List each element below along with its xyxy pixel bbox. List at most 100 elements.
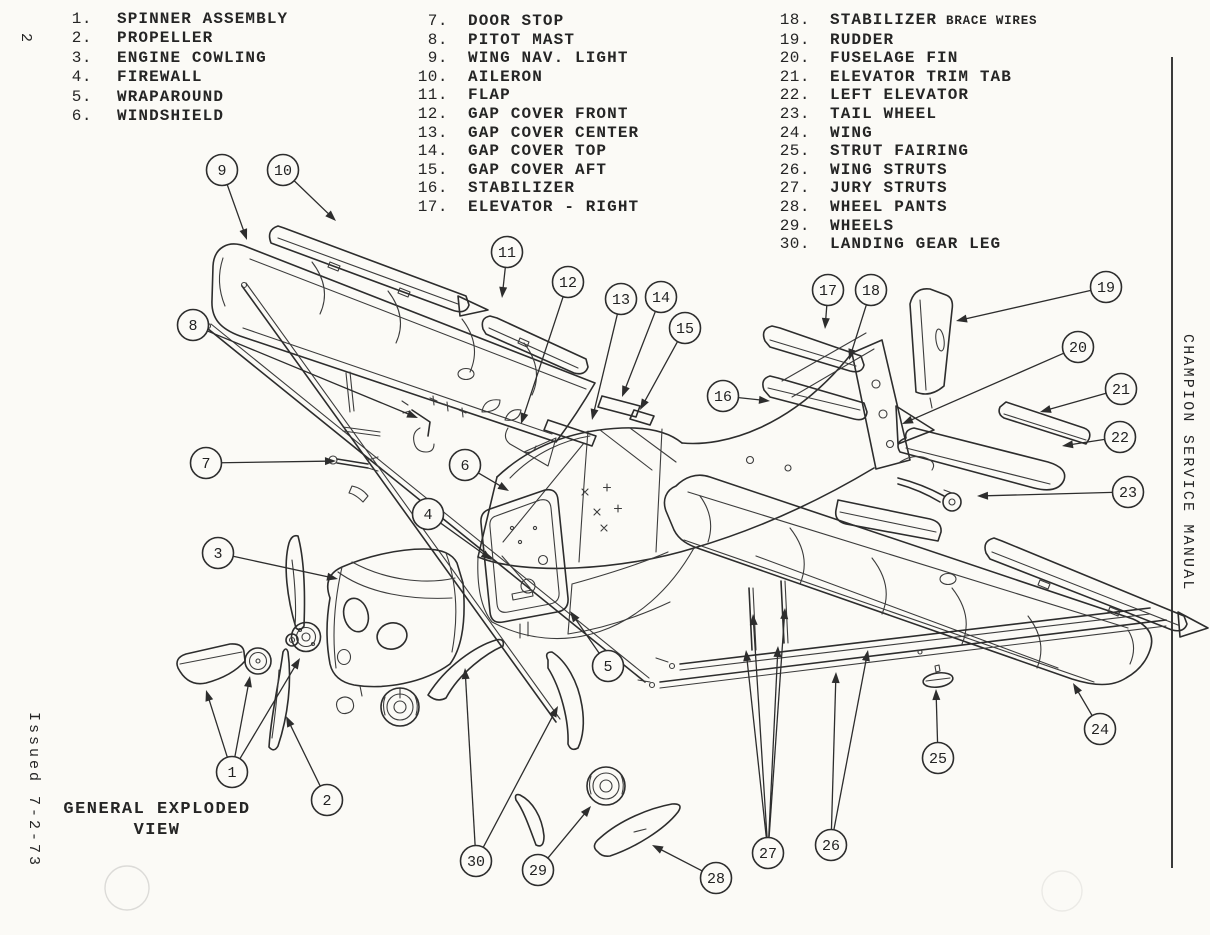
callout-number: 4: [423, 507, 432, 524]
parts-list-item: 22.LEFT ELEVATOR: [766, 86, 1037, 105]
callout-leader-line: [233, 555, 336, 580]
callout-number: 29: [529, 863, 547, 880]
part-label: WING: [830, 123, 873, 142]
callout-circle: [591, 649, 625, 683]
part-label: RUDDER: [830, 30, 895, 49]
parts-list-item: 2.PROPELLER: [50, 29, 288, 48]
callout-leader-line: [904, 352, 1065, 424]
callout-arrowhead: [749, 614, 758, 626]
callout-arrowhead: [326, 572, 338, 581]
callout-circle: [814, 828, 848, 862]
callout-leader-line: [521, 296, 564, 422]
callout-leader-line: [1042, 392, 1107, 412]
part-number: 12.: [417, 104, 448, 123]
callout-29: 29: [521, 806, 591, 887]
parts-list-item: 25.STRUT FAIRING: [766, 142, 1037, 161]
callout-number: 7: [201, 456, 210, 473]
strut-fairing: [922, 664, 954, 689]
part-number: 4.: [71, 68, 92, 87]
parts-list-item: 14.GAP COVER TOP: [404, 142, 639, 161]
figure-caption-line2: VIEW: [133, 821, 181, 840]
callout-number: 14: [652, 290, 670, 307]
parts-list-item: 29.WHEELS: [766, 217, 1037, 236]
callout-2: 2: [286, 716, 344, 817]
callout-circle: [706, 379, 740, 413]
callout-circle: [1061, 330, 1095, 364]
part-number: 16.: [417, 179, 448, 198]
callout-leader-line: [640, 341, 679, 408]
callout-arrowhead: [580, 806, 591, 818]
callout-circle: [205, 153, 239, 187]
callout-leader-line: [482, 708, 558, 848]
callout-circle: [521, 853, 555, 887]
tail-wheel: [897, 455, 962, 512]
callout-number: 11: [498, 245, 516, 262]
callout-number: 2: [322, 793, 331, 810]
callout-11: 11: [490, 235, 524, 298]
part-label: FLAP: [468, 86, 511, 105]
figure-caption-line1: GENERAL EXPLODED: [63, 800, 251, 819]
part-label: FIREWALL: [117, 68, 203, 87]
callout-14: 14: [622, 280, 678, 397]
part-number: 8.: [427, 30, 448, 49]
callout-leader-line: [768, 648, 779, 838]
callout-leader-line: [226, 184, 247, 238]
callout-number: 25: [929, 751, 947, 768]
tail-group: [762, 287, 1091, 542]
part-label: WRAPAROUND: [117, 87, 225, 106]
callout-leader-line: [440, 522, 490, 559]
callout-circle: [176, 308, 210, 342]
part-number: 14.: [417, 142, 448, 161]
callout-4: 4: [411, 497, 492, 560]
parts-list-item: 16.STABILIZER: [404, 179, 639, 198]
right-aileron: [984, 537, 1209, 638]
vertical-rule: [1171, 57, 1173, 868]
callout-circle: [811, 273, 845, 307]
callout-24: 24: [1073, 683, 1117, 746]
callout-16: 16: [706, 379, 770, 413]
callout-26: 26: [814, 650, 870, 862]
part-number: 7.: [427, 12, 448, 30]
callout-8: 8: [176, 308, 418, 418]
right-wing: [663, 474, 1153, 686]
callout-arrowhead: [780, 608, 789, 620]
part-number: 11.: [417, 86, 448, 105]
callout-circle: [604, 282, 638, 316]
callout-30: 30: [459, 668, 558, 878]
part-label: WHEEL PANTS: [830, 197, 948, 216]
part-number: 26.: [779, 160, 810, 179]
part-number: 1.: [71, 10, 92, 28]
callout-circle: [459, 844, 493, 878]
callout-arrowhead: [497, 481, 509, 491]
callout-number: 23: [1119, 485, 1137, 502]
part-number: 20.: [779, 49, 810, 68]
callout-arrowhead: [977, 491, 989, 500]
callout-number: 9: [217, 163, 226, 180]
parts-list-item: 3.ENGINE COWLING: [50, 49, 288, 68]
callout-leader-line: [622, 311, 656, 395]
callout-arrowhead: [324, 457, 336, 466]
callout-number: 24: [1091, 722, 1109, 739]
main-wheels: [380, 687, 626, 806]
callout-arrowhead: [290, 658, 300, 670]
part-number: 30.: [779, 235, 810, 254]
callout-leader-line: [206, 692, 228, 758]
gap-covers: [504, 395, 655, 453]
callout-circle: [668, 311, 702, 345]
callout-1: 1: [205, 658, 300, 789]
parts-list-item: 19.RUDDER: [766, 31, 1037, 50]
callout-20: 20: [902, 330, 1095, 424]
callout-leader-line: [830, 674, 837, 830]
callout-leader-line: [935, 691, 939, 743]
callout-circle: [266, 153, 300, 187]
parts-list-item: 10.AILERON: [404, 68, 639, 87]
callout-28: 28: [652, 845, 733, 895]
callout-leader-line: [745, 652, 767, 838]
part-number: 23.: [779, 104, 810, 123]
part-number: 17.: [417, 197, 448, 216]
callout-arrowhead: [239, 228, 248, 240]
parts-list-item: 7.DOOR STOP: [404, 12, 639, 31]
callout-arrowhead: [652, 845, 664, 854]
